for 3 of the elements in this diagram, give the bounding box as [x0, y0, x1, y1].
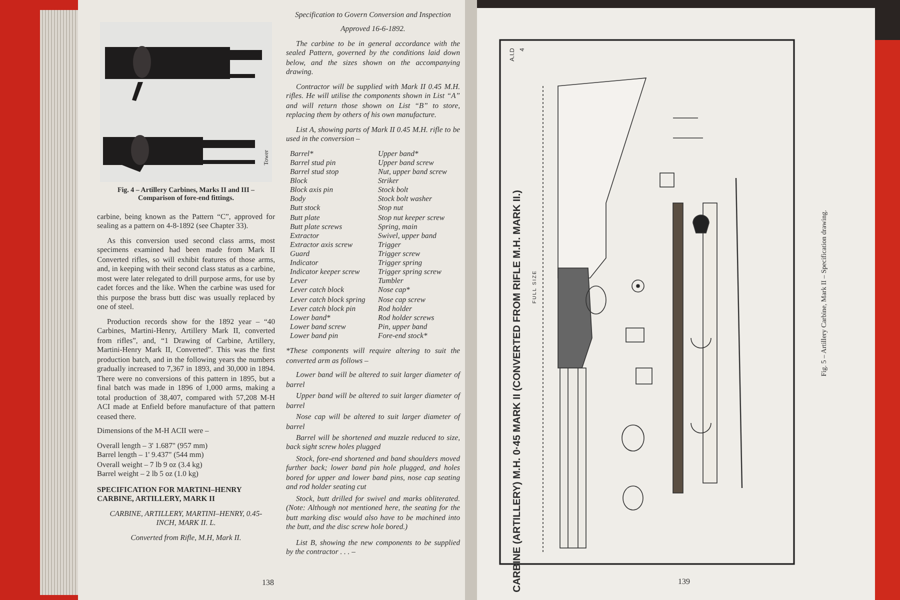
page-number: 138	[262, 578, 274, 587]
page-number: 139	[678, 577, 690, 586]
drawing-title: CARBINE (ARTILLERY) M.H. 0·45 MARK II (CONVERTED FROM RIFLE M.H. MARK II.)	[512, 190, 523, 592]
